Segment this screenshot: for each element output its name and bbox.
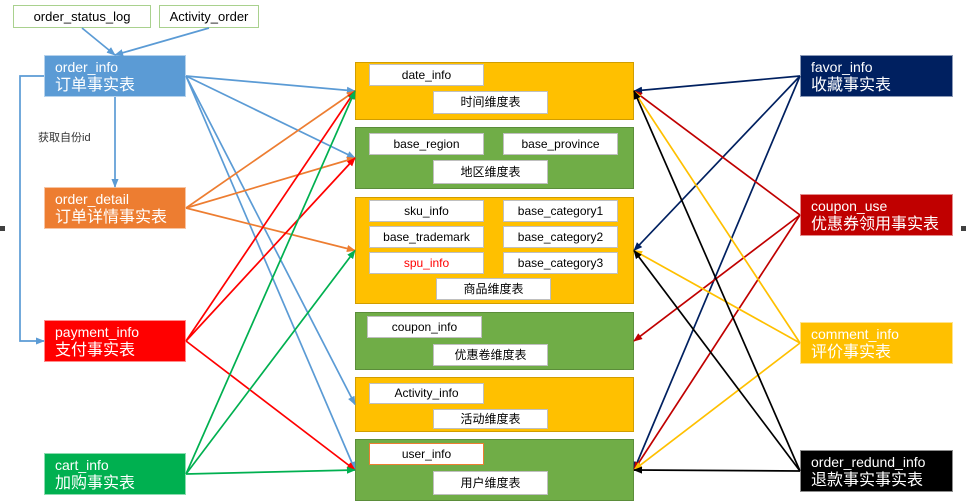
coupon-use-fact: coupon_use 优惠券领用事实表 — [800, 194, 953, 236]
fact-title: 加购事实表 — [55, 475, 136, 492]
spu-info-table: spu_info — [369, 252, 484, 274]
user-dimension-title: 用户维度表 — [433, 471, 548, 495]
base-category2-table: base_category2 — [503, 226, 618, 248]
edge-cart-info-fact-to-user-dimension-panel — [185, 466, 356, 475]
fact-title: 订单详情事实表 — [55, 209, 168, 226]
favor-info-fact: favor_info 收藏事实表 — [800, 55, 953, 97]
edge-favor-info-fact-to-date-dimension-panel — [633, 75, 801, 94]
edge-comment-info-fact-to-product-dimension-panel — [633, 249, 801, 344]
base-category3-table: base_category3 — [503, 252, 618, 274]
edge-cart-info-fact-to-product-dimension-panel — [185, 249, 356, 475]
edge-order-detail-fact-to-date-dimension-panel — [185, 90, 356, 209]
resize-handle-left[interactable] — [0, 226, 5, 231]
edge-coupon-use-fact-to-date-dimension-panel — [633, 90, 801, 216]
product-dimension-panel: sku_info base_category1 base_trademark b… — [355, 197, 634, 304]
edge-order-info-fact-to-activity-dimension-panel — [185, 75, 356, 406]
fact-title: 退款事实事实表 — [811, 472, 924, 489]
edge-order-redund-info-fact-to-user-dimension-panel — [633, 466, 801, 474]
user-info-table: user_info — [369, 443, 484, 465]
edge-order-info-fact-to-payment-info-fact — [19, 75, 45, 345]
fact-name: payment_info — [55, 324, 140, 340]
order-info-fact: order_info 订单事实表 — [44, 55, 186, 97]
product-dimension-title: 商品维度表 — [436, 278, 551, 300]
edge-order-info-fact-to-user-dimension-panel — [185, 75, 356, 471]
edge-order-detail-fact-to-product-dimension-panel — [185, 207, 356, 253]
base-region-table: base_region — [369, 133, 484, 155]
activity-dimension-panel: Activity_info 活动维度表 — [355, 377, 634, 432]
edge-activity-order-box-to-order-info-fact — [114, 27, 210, 57]
edge-order-info-fact-to-region-dimension-panel — [185, 75, 356, 159]
cart-info-fact: cart_info 加购事实表 — [44, 453, 186, 495]
fact-title: 支付事实表 — [55, 342, 136, 359]
edge-cart-info-fact-to-date-dimension-panel — [185, 90, 356, 475]
date-info-table: date_info — [369, 64, 484, 86]
fact-name: order_detail — [55, 191, 129, 207]
activity-dimension-title: 活动维度表 — [433, 409, 548, 429]
province-id-note: 获取自份id — [38, 129, 91, 145]
edge-order-info-fact-to-date-dimension-panel — [185, 75, 356, 94]
edge-payment-info-fact-to-user-dimension-panel — [185, 340, 356, 471]
fact-title: 评价事实表 — [811, 344, 892, 361]
edge-coupon-use-fact-to-coupon-dimension-panel — [633, 214, 801, 342]
edge-payment-info-fact-to-date-dimension-panel — [185, 90, 356, 342]
coupon-dimension-panel: coupon_info 优惠卷维度表 — [355, 312, 634, 370]
edge-favor-info-fact-to-product-dimension-panel — [633, 75, 801, 252]
fact-name: comment_info — [811, 326, 899, 342]
order-detail-fact: order_detail 订单详情事实表 — [44, 187, 186, 229]
fact-title: 订单事实表 — [55, 77, 136, 94]
base-province-table: base_province — [503, 133, 618, 155]
fact-name: order_redund_info — [811, 454, 926, 470]
date-dimension-panel: date_info 时间维度表 — [355, 62, 634, 120]
order-redund-info-fact: order_redund_info 退款事实事实表 — [800, 450, 953, 492]
sku-info-table: sku_info — [369, 200, 484, 222]
resize-handle-right[interactable] — [961, 226, 966, 231]
coupon-info-table: coupon_info — [367, 316, 482, 338]
payment-info-fact: payment_info 支付事实表 — [44, 320, 186, 362]
edge-order-status-log-box-to-order-info-fact — [81, 27, 116, 56]
date-dimension-title: 时间维度表 — [433, 91, 548, 114]
base-category1-table: base_category1 — [503, 200, 618, 222]
coupon-dimension-title: 优惠卷维度表 — [433, 344, 548, 366]
edge-favor-info-fact-to-user-dimension-panel — [633, 75, 801, 471]
region-dimension-panel: base_region base_province 地区维度表 — [355, 127, 634, 189]
edge-payment-info-fact-to-region-dimension-panel — [185, 157, 356, 342]
edge-order-redund-info-fact-to-date-dimension-panel — [633, 90, 801, 472]
activity-info-table: Activity_info — [369, 383, 484, 404]
base-trademark-table: base_trademark — [369, 226, 484, 248]
edge-comment-info-fact-to-user-dimension-panel — [633, 342, 801, 471]
edge-coupon-use-fact-to-user-dimension-panel — [633, 214, 801, 471]
fact-name: favor_info — [811, 59, 873, 75]
order-status-log-box: order_status_log — [13, 5, 151, 28]
edge-order-redund-info-fact-to-product-dimension-panel — [633, 249, 801, 472]
fact-name: coupon_use — [811, 198, 888, 214]
fact-name: cart_info — [55, 457, 109, 473]
user-dimension-panel: user_info 用户维度表 — [355, 439, 634, 501]
fact-title: 优惠券领用事实表 — [811, 216, 940, 233]
edge-comment-info-fact-to-date-dimension-panel — [633, 90, 801, 344]
edge-order-detail-fact-to-region-dimension-panel — [185, 156, 356, 209]
region-dimension-title: 地区维度表 — [433, 160, 548, 184]
fact-title: 收藏事实表 — [811, 77, 892, 94]
comment-info-fact: comment_info 评价事实表 — [800, 322, 953, 364]
activity-order-box: Activity_order — [159, 5, 259, 28]
fact-name: order_info — [55, 59, 119, 75]
